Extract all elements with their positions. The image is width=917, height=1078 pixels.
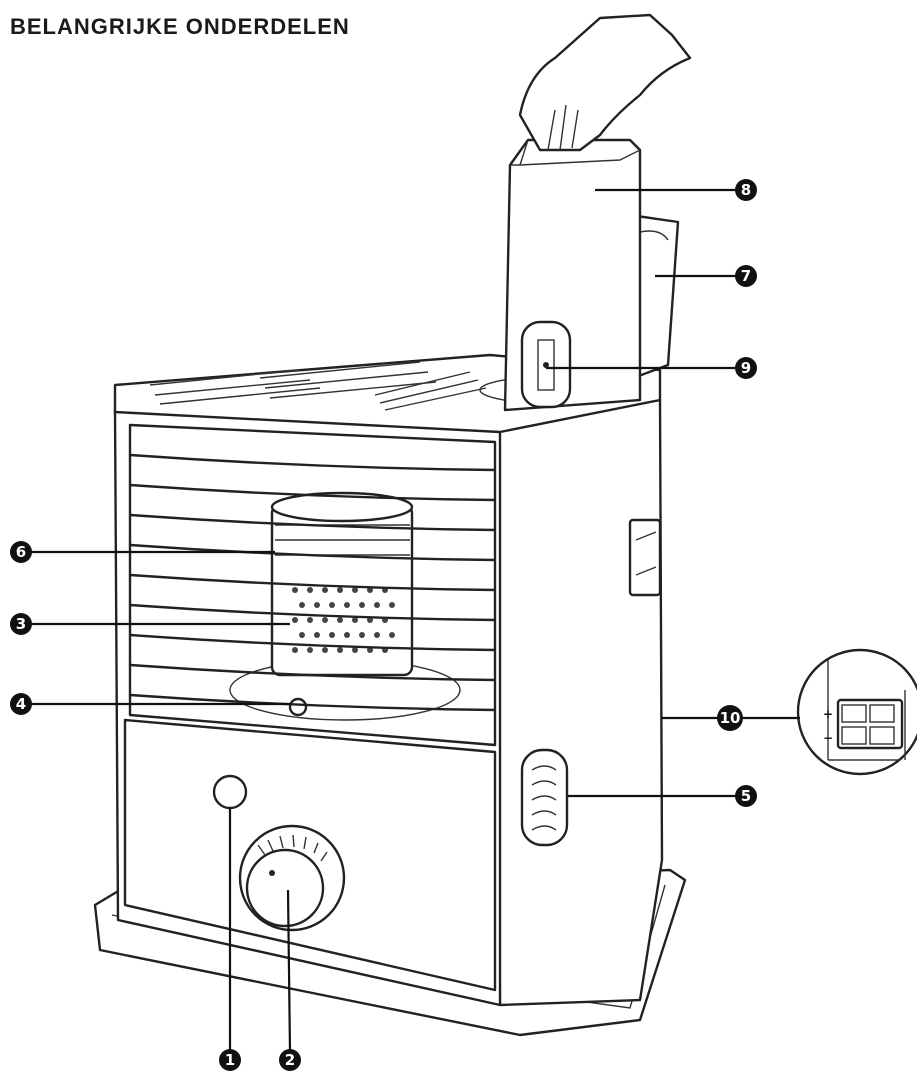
fuel-gauge xyxy=(520,748,569,847)
side-handle xyxy=(628,518,662,597)
callout-9: 9 xyxy=(735,357,757,379)
grille-bars xyxy=(128,453,497,712)
svg-text:9: 9 xyxy=(741,359,751,377)
callout-7: 7 xyxy=(735,265,757,287)
hand xyxy=(518,13,692,152)
callout-3: 3 xyxy=(10,613,32,635)
chamber-perforations xyxy=(292,587,395,653)
control-knob xyxy=(245,848,325,928)
svg-text:4: 4 xyxy=(16,695,26,713)
grille-frame xyxy=(128,423,497,747)
battery-plus-mark: + xyxy=(823,707,833,721)
battery-holder xyxy=(836,698,904,750)
svg-text:2: 2 xyxy=(285,1051,295,1069)
callout-1: 1 xyxy=(219,1049,241,1071)
control-panel xyxy=(123,718,497,992)
svg-text:7: 7 xyxy=(741,267,751,285)
svg-text:3: 3 xyxy=(16,615,26,633)
svg-text:6: 6 xyxy=(16,543,26,561)
heater-side-panel xyxy=(493,398,664,1007)
svg-text:10: 10 xyxy=(720,709,741,727)
callout-6: 6 xyxy=(10,541,32,563)
callout-2: 2 xyxy=(279,1049,301,1071)
callout-10: 10 xyxy=(717,705,743,731)
callout-5: 5 xyxy=(735,785,757,807)
callout-8: 8 xyxy=(735,179,757,201)
battery-minus-mark: − xyxy=(823,731,833,745)
svg-text:5: 5 xyxy=(741,787,751,805)
page-title: BELANGRIJKE ONDERDELEN xyxy=(10,14,350,39)
callout-4: 4 xyxy=(10,693,32,715)
svg-text:8: 8 xyxy=(741,181,751,199)
indicator-light xyxy=(212,774,248,810)
svg-text:1: 1 xyxy=(225,1051,235,1069)
igniter xyxy=(288,697,308,717)
